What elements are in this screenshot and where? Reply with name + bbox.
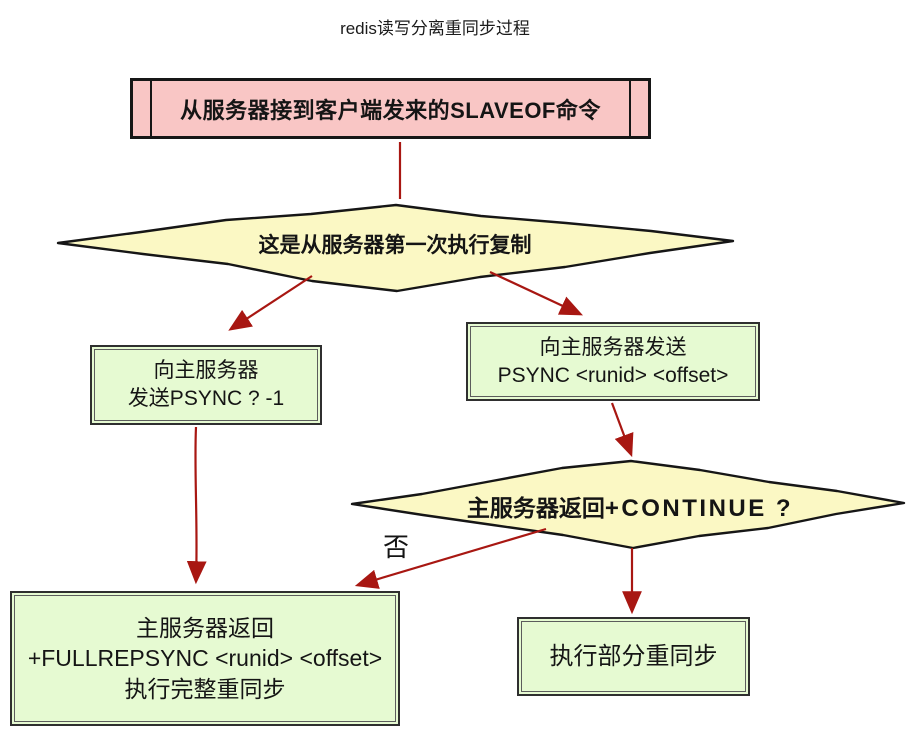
edge-no-label: 否 [383, 532, 410, 562]
node-send-psync-resume: 向主服务器发送 PSYNC <runid> <offset> [466, 322, 760, 401]
node-full-resync: 主服务器返回 +FULLREPSYNC <runid> <offset> 执行完… [10, 591, 400, 726]
send-psync-initial-line1: 向主服务器 [153, 359, 259, 383]
decision-continue-label-en: +CONTINUE ? [604, 495, 794, 522]
send-psync-initial-line2: 发送PSYNC ? -1 [127, 387, 285, 410]
node-partial-resync: 执行部分重同步 [517, 617, 750, 696]
node-send-psync-initial: 向主服务器 发送PSYNC ? -1 [90, 345, 322, 425]
send-psync-resume-line1: 向主服务器发送 [539, 335, 687, 359]
edge-first-decision-to-psync-initial [228, 275, 313, 331]
send-psync-resume-line2: PSYNC <runid> <offset> [497, 363, 729, 387]
partial-resync-label: 执行部分重同步 [549, 642, 718, 670]
diagram-title: redis读写分离重同步过程 [340, 19, 530, 38]
full-resync-line3: 执行完整重同步 [124, 675, 286, 702]
start-node-label: 从服务器接到客户端发来的SLAVEOF命令 [180, 97, 601, 123]
decision-continue-label-cn: 主服务器返回 [466, 495, 605, 521]
edge-psync-initial-to-full-resync [186, 426, 207, 585]
full-resync-line1: 主服务器返回 [136, 614, 274, 641]
edge-first-decision-to-psync-resume [489, 271, 583, 316]
full-resync-line2: +FULLREPSYNC <runid> <offset> [27, 645, 383, 672]
decision-first-replication-label: 这是从服务器第一次执行复制 [258, 234, 532, 257]
edge-psync-resume-to-continue-decision [610, 402, 634, 458]
decision-continue-label: 主服务器返回+CONTINUE ? [380, 489, 880, 523]
start-node: 从服务器接到客户端发来的SLAVEOF命令 [130, 78, 651, 139]
